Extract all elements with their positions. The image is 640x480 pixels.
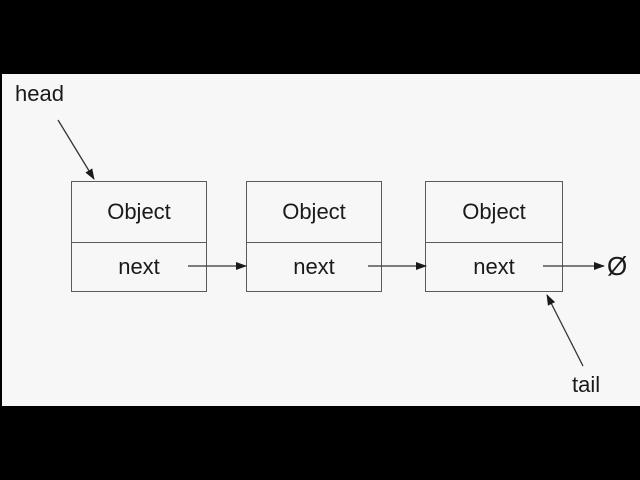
- node-2-next-cell: next: [293, 254, 335, 279]
- node-3-next-cell: next: [473, 254, 515, 279]
- letterbox-top-bar: [0, 0, 640, 74]
- node-3-object-cell: Object: [426, 182, 562, 243]
- node-1-next-cell: next: [118, 254, 160, 279]
- tail-label: tail: [572, 372, 601, 397]
- list-node-2: Object next: [246, 181, 382, 292]
- list-node-3: Object next: [425, 181, 563, 292]
- tail-pointer-arrow: [546, 294, 584, 367]
- head-pointer-arrow: [57, 119, 95, 180]
- letterbox-left-edge: [0, 74, 2, 406]
- node-2-object-cell: Object: [247, 182, 381, 243]
- linked-list-diagram-canvas: head tail Ø Object next Object next Obje…: [0, 74, 640, 406]
- null-symbol: Ø: [607, 251, 628, 281]
- head-label: head: [15, 81, 64, 106]
- list-node-1: Object next: [71, 181, 207, 292]
- node-1-object-cell: Object: [72, 182, 206, 243]
- letterbox-bottom-bar: [0, 406, 640, 480]
